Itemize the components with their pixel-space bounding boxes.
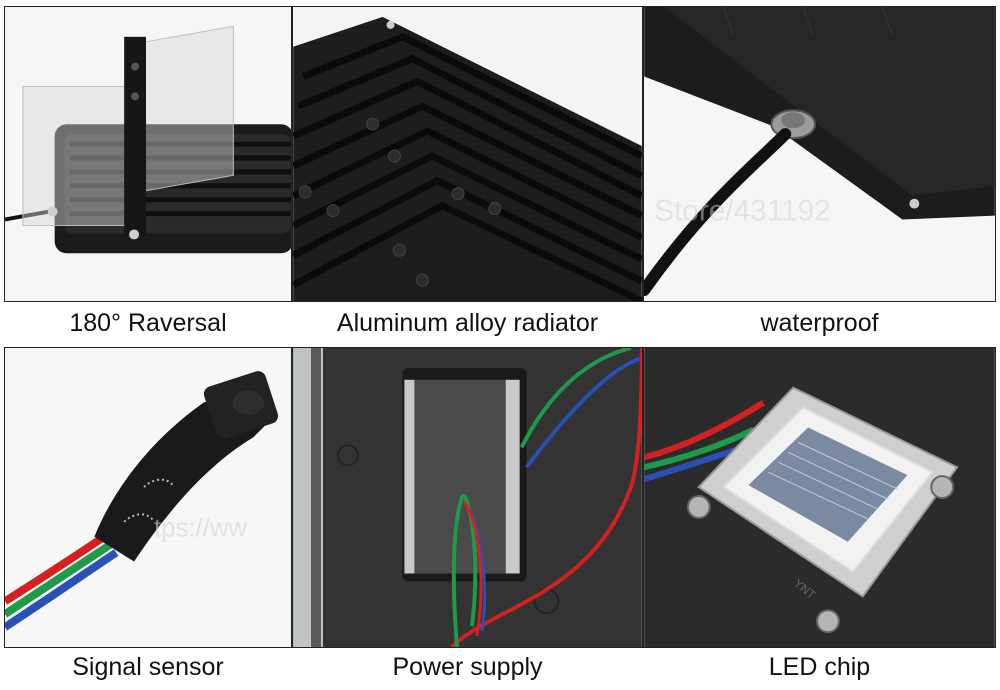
watermark-store: Store/431192 [654,195,831,228]
caption-radiator: Aluminum alloy radiator [336,309,599,337]
caption-chip: LED chip [768,653,871,681]
photo-rotation-bracket [4,6,292,302]
caption-waterproof: waterproof [760,309,879,337]
caption-sensor: Signal sensor [72,653,224,681]
rotation-bracket-illustration [5,7,291,301]
photo-radiator [292,6,643,302]
watermark-url: tps://ww [154,515,248,543]
caption-rotation: 180° Raversal [69,309,227,337]
photo-led-chip: YNT [643,347,996,648]
photo-waterproof-gland: Store/431192 [643,6,996,302]
photo-signal-sensor: tps://ww [4,347,292,648]
photo-power-supply [292,347,643,648]
waterproof-gland-illustration: Store/431192 [644,7,995,301]
signal-sensor-illustration: tps://ww [5,348,291,647]
caption-power: Power supply [392,653,543,681]
power-supply-illustration [293,348,642,647]
radiator-fins-illustration [293,7,642,301]
led-chip-illustration: YNT [644,348,995,647]
